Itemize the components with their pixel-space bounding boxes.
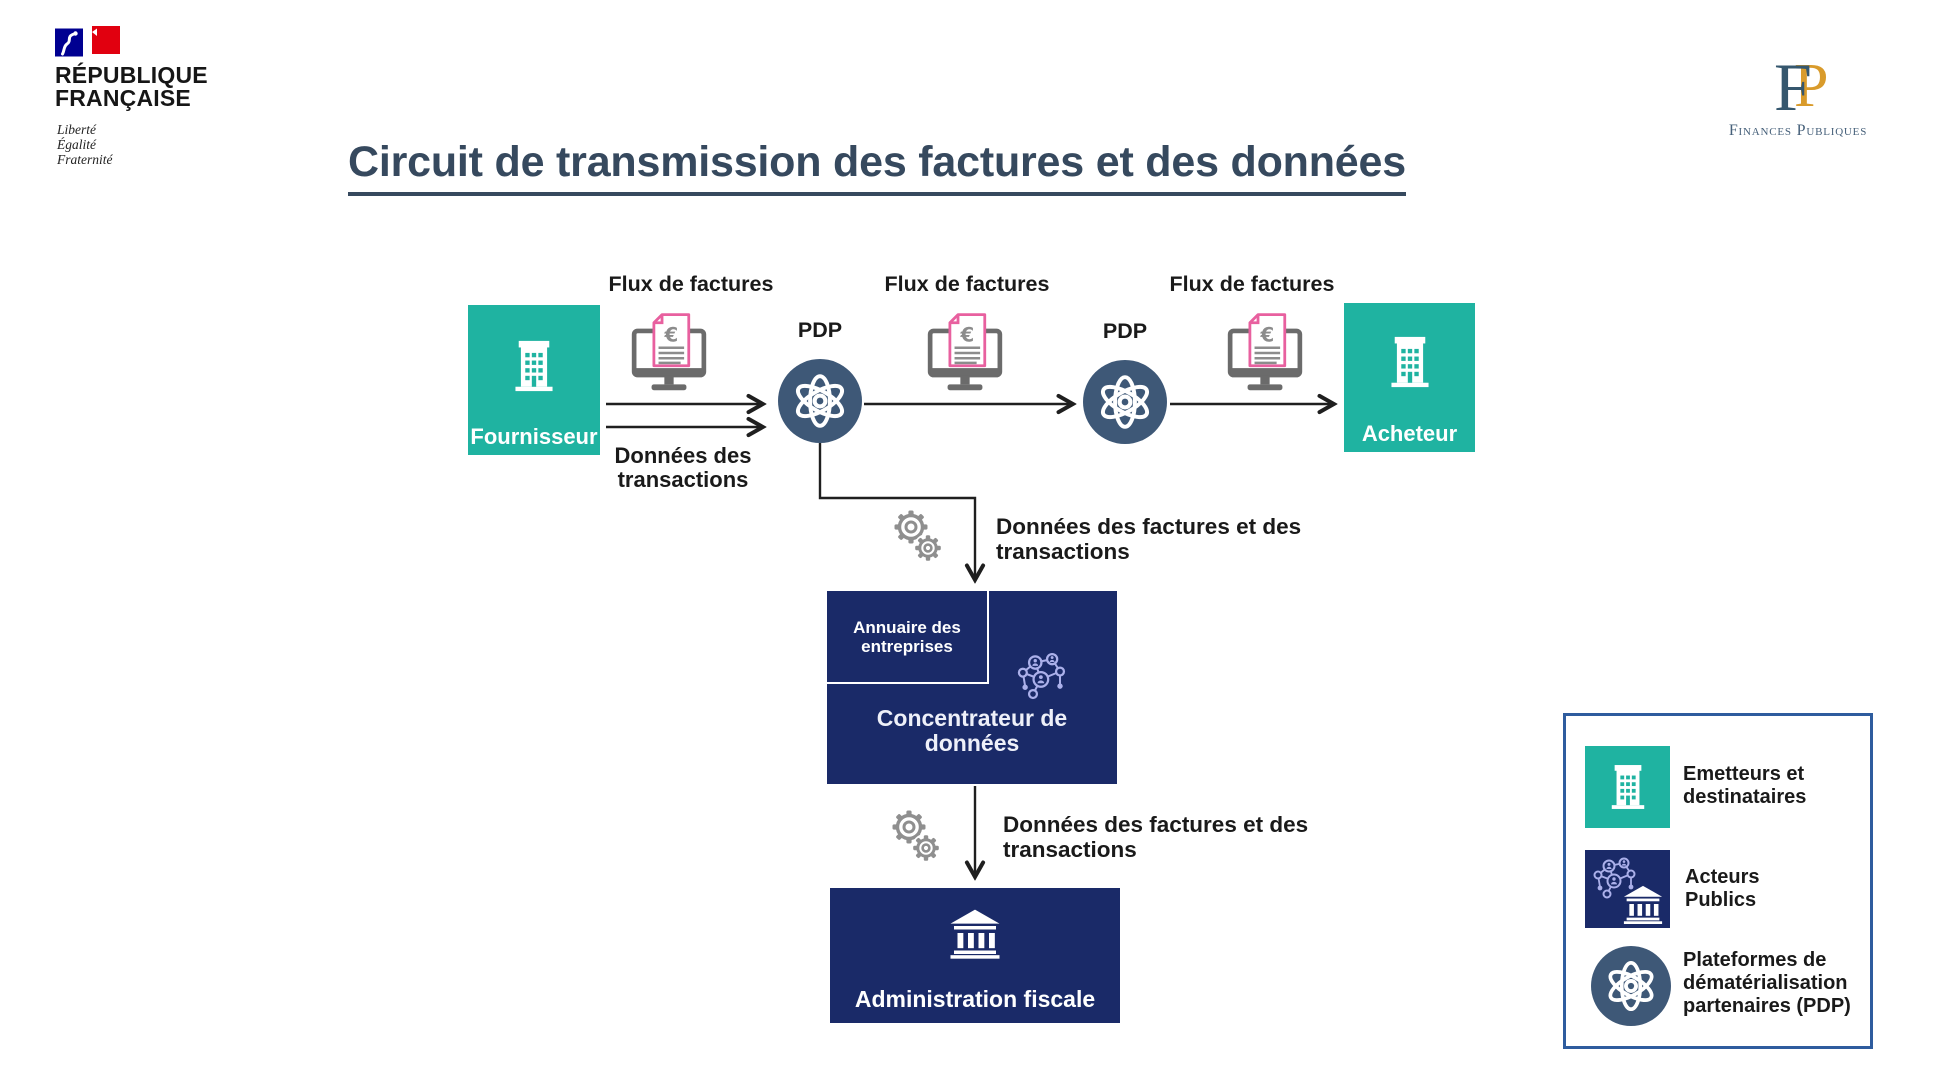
bank-icon	[1621, 884, 1665, 924]
building-icon	[510, 333, 558, 399]
legend-label-emetteurs: Emetteurs et destinataires	[1683, 763, 1807, 808]
motto-fraternite: Fraternité	[57, 152, 113, 167]
legend-swatch-emetteurs	[1585, 746, 1670, 828]
legend-label-pdp: Plateformes de dématérialisation partena…	[1683, 949, 1851, 1017]
fp-monogram-icon: P F	[1774, 49, 1828, 120]
fp-monogram-f: F	[1774, 49, 1812, 120]
motto-egalite: Égalité	[57, 137, 96, 152]
motto-liberte: Liberté	[57, 122, 96, 137]
atom-icon	[1094, 371, 1156, 433]
fp-monogram-p: P	[1794, 52, 1828, 120]
concentrateur-box: Annuaire des entreprises Concentrateur d…	[827, 591, 1117, 784]
concentrateur-label: Concentrateur de données	[876, 705, 1068, 756]
atom-icon	[789, 370, 851, 432]
flux-factures-label-1: Flux de factures	[608, 272, 774, 296]
flux-factures-label-2: Flux de factures	[884, 272, 1050, 296]
motto: Liberté Égalité Fraternité	[57, 122, 113, 167]
annuaire-entreprises-box: Annuaire des entreprises	[827, 591, 989, 684]
page-title: Circuit de transmission des factures et …	[348, 138, 1406, 196]
atom-icon	[1602, 957, 1660, 1015]
francaise-line: FRANÇAISE	[55, 85, 191, 111]
donnees-factures-label-1: Données des factures et des transactions	[996, 514, 1302, 564]
fournisseur-box: Fournisseur	[468, 305, 600, 455]
donnees-transactions-label: Données des transactions	[614, 443, 752, 492]
gears-icon-2	[884, 806, 946, 866]
invoice-monitor-icon-2	[926, 310, 1004, 396]
pdp-node-1	[778, 359, 862, 443]
legend-label-acteurs-publics: Acteurs Publics	[1685, 866, 1760, 911]
administration-fiscale-label: Administration fiscale	[854, 986, 1096, 1012]
annuaire-label: Annuaire des entreprises	[853, 617, 961, 656]
pdp-label-2: PDP	[1102, 319, 1148, 343]
flux-factures-label-3: Flux de factures	[1169, 272, 1335, 296]
donnees-factures-label-2: Données des factures et des transactions	[1003, 812, 1309, 862]
concentrateur-label-wrap: Concentrateur de données	[827, 706, 1117, 756]
pdp-node-2	[1083, 360, 1167, 444]
french-flag-icon	[55, 26, 121, 58]
building-icon	[1607, 758, 1649, 816]
administration-fiscale-box: Administration fiscale	[830, 888, 1120, 1023]
invoice-monitor-icon-3	[1226, 310, 1304, 396]
bank-icon	[947, 906, 1003, 960]
building-icon	[1386, 329, 1434, 395]
legend-swatch-acteurs-publics	[1585, 850, 1670, 928]
acheteur-label: Acheteur	[1361, 421, 1458, 446]
legend-box: Emetteurs et destinataires Acteurs Publi…	[1563, 713, 1873, 1049]
legend-swatch-pdp	[1591, 946, 1671, 1026]
pdp-label-1: PDP	[797, 318, 843, 342]
finances-publiques-label: Finances Publiques	[1728, 122, 1868, 139]
invoice-monitor-icon-1	[630, 310, 708, 396]
republique-francaise-wordmark: RÉPUBLIQUE FRANÇAISE	[55, 64, 208, 110]
fournisseur-label: Fournisseur	[470, 424, 598, 449]
acheteur-box: Acheteur	[1344, 303, 1475, 452]
republique-line: RÉPUBLIQUE	[55, 62, 208, 88]
network-icon	[1010, 649, 1074, 703]
gears-icon-1	[886, 506, 948, 566]
